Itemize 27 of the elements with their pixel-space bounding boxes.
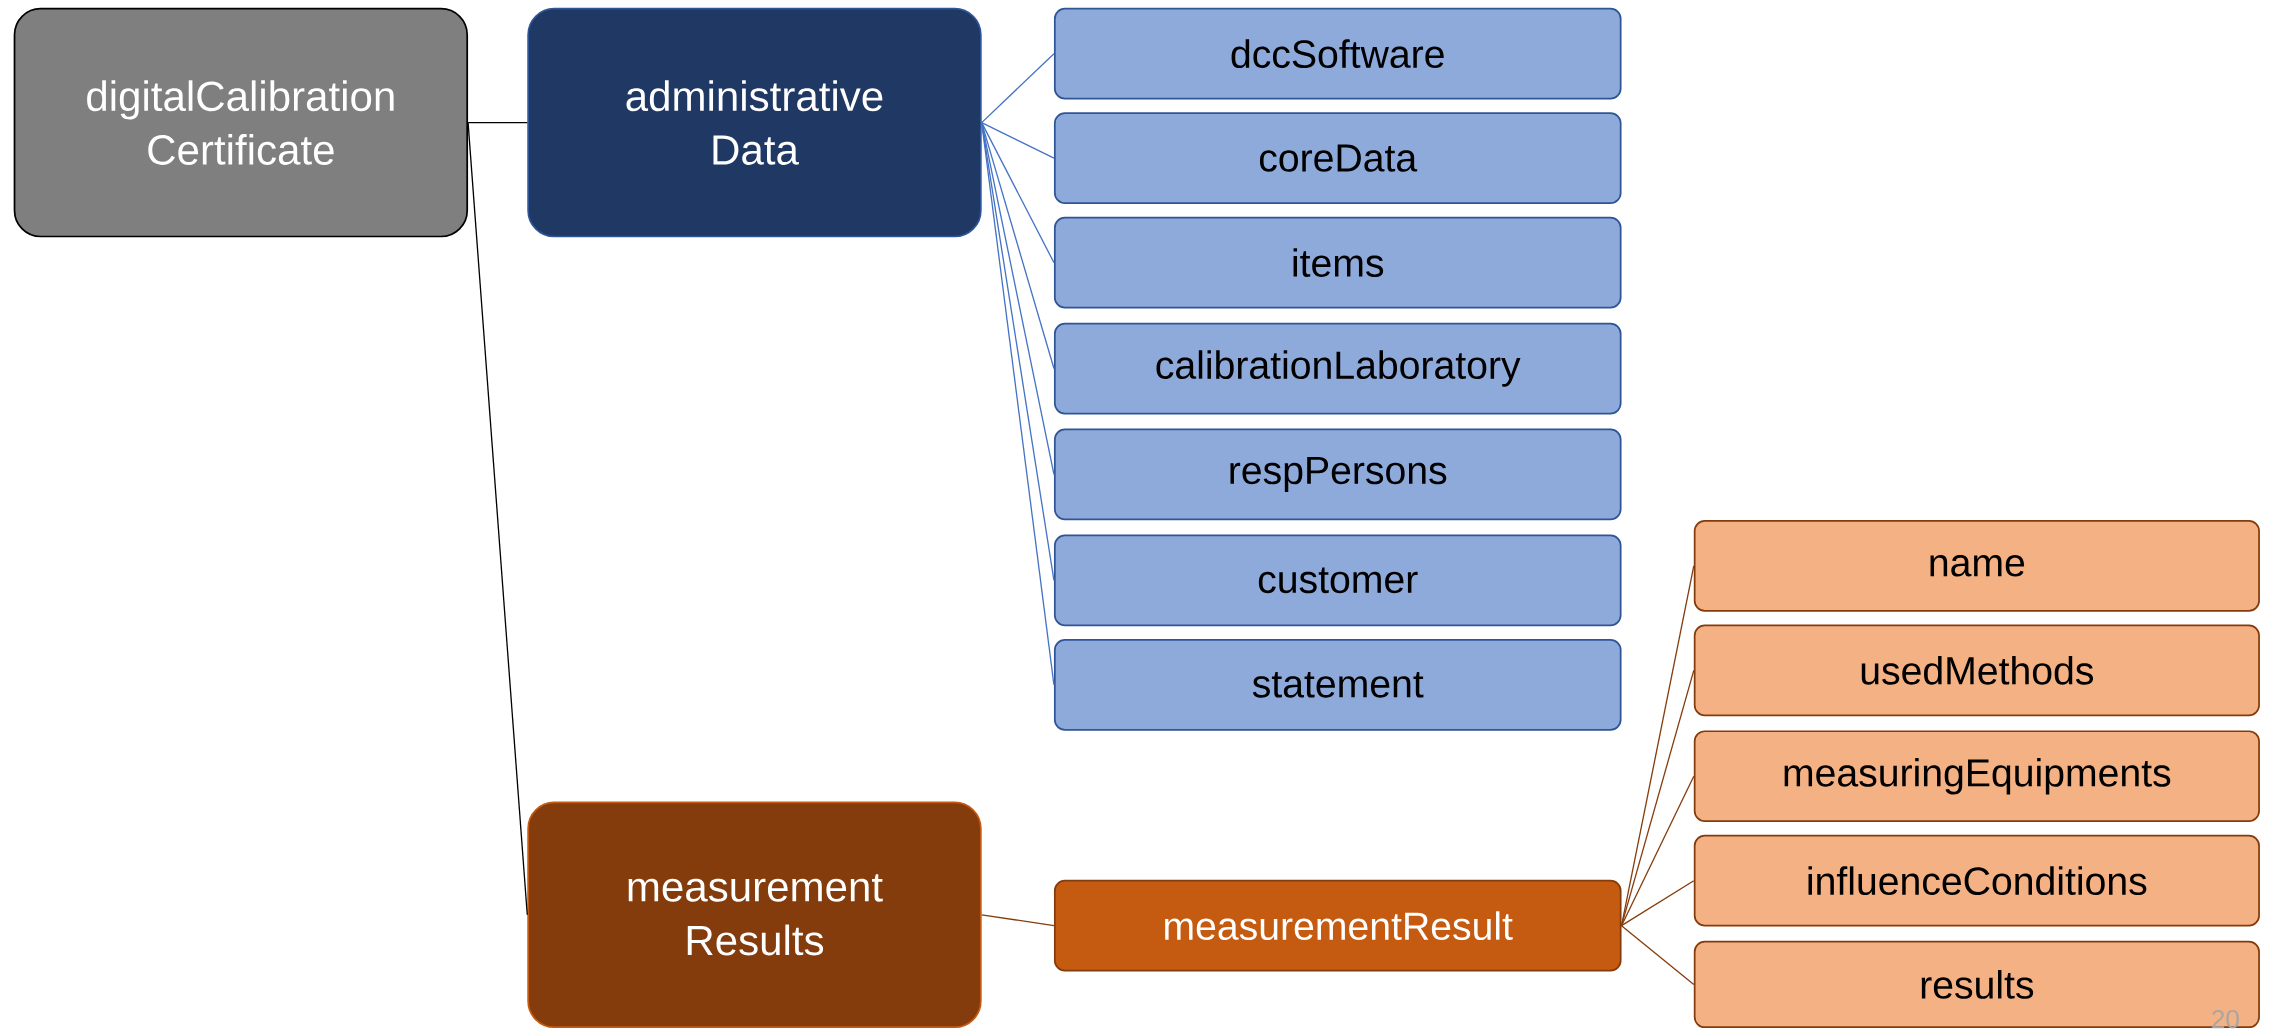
connector-line [981,121,1055,159]
connector-line [1620,879,1695,927]
connector-line [981,121,1055,686]
element-box: coreData [1053,112,1622,204]
connector-line [467,121,528,124]
connector-line [1620,669,1695,927]
element-box: dccSoftware [1053,7,1622,100]
category-box: measurement Results [527,801,982,1029]
element-box: items [1053,216,1622,309]
element-box: usedMethods [1693,624,2260,717]
connector-line [981,914,1055,927]
element-box: customer [1053,534,1622,627]
element-box: statement [1053,638,1622,731]
element-box: measuringEquipments [1693,730,2260,822]
category-box: administrative Data [527,7,982,238]
element-box: name [1693,519,2260,612]
element-box: influenceConditions [1693,834,2260,927]
element-box: measurementResult [1053,879,1622,972]
element-box: calibrationLaboratory [1053,322,1622,415]
connector-line [981,121,1055,476]
root-box: digitalCalibration Certificate [13,7,469,238]
connector-line [1620,775,1695,927]
element-box: respPersons [1053,428,1622,521]
page-number: 20 [2212,1009,2239,1029]
connector-line [467,121,528,916]
connector-line [981,52,1055,124]
connector-line [1620,924,1695,986]
